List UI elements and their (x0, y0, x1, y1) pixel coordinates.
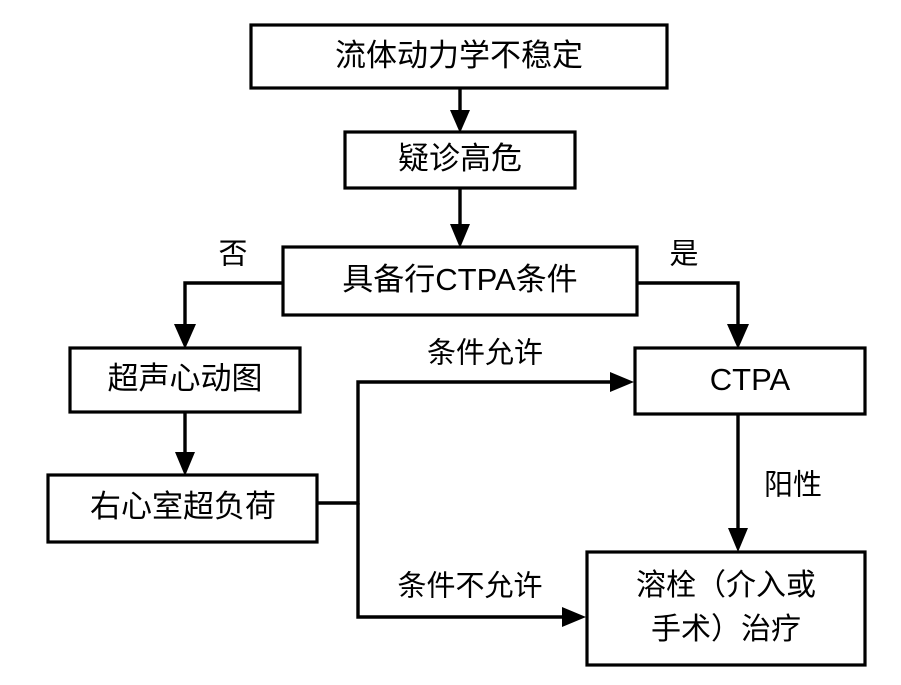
edge-feasible-yes-to-ctpa: 是 (637, 239, 749, 349)
node-thrombolysis-treatment[interactable]: 溶栓（介入或 手术）治疗 (585, 550, 867, 667)
edge-label-conditions-permit: 条件允许 (427, 337, 543, 370)
edge-rv-to-treatment: 条件不允许 (356, 503, 586, 627)
edge-label-conditions-not-permit: 条件不允许 (397, 570, 542, 603)
node-ctpa-feasible[interactable]: 具备行CTPA条件 (281, 245, 639, 317)
node-echocardiogram[interactable]: 超声心动图 (68, 346, 302, 414)
arrowhead-icon (175, 452, 195, 476)
node-label-hemodynamic-instability: 流体动力学不稳定 (335, 38, 583, 73)
node-label-ctpa-feasible: 具备行CTPA条件 (342, 262, 577, 297)
edge-line (317, 380, 622, 505)
node-box[interactable] (46, 473, 319, 544)
node-label-thrombolysis-treatment-line2: 手术）治疗 (651, 613, 801, 646)
node-label-suspected-high-risk: 疑诊高危 (398, 141, 522, 176)
node-box[interactable] (343, 130, 577, 190)
arrowhead-icon (562, 607, 586, 627)
arrowhead-icon (450, 110, 470, 133)
edge-label-yes: 是 (669, 239, 698, 271)
edge-label-no: 否 (218, 239, 247, 271)
edge-echo-to-rv (175, 412, 195, 476)
node-box[interactable] (281, 245, 639, 317)
node-label-ctpa: CTPA (710, 362, 791, 397)
node-label-rv-overload: 右心室超负荷 (90, 489, 276, 524)
node-rv-overload[interactable]: 右心室超负荷 (46, 473, 319, 544)
edge-line (183, 281, 283, 337)
node-box[interactable] (68, 346, 302, 414)
edge-label-positive: 阳性 (764, 469, 822, 502)
arrowhead-icon (174, 324, 196, 349)
arrowhead-icon (727, 324, 749, 349)
arrowhead-icon (610, 372, 634, 392)
arrowhead-icon (728, 528, 748, 552)
edge-line (637, 281, 740, 337)
node-box[interactable] (249, 23, 669, 90)
node-box[interactable] (585, 550, 867, 667)
node-box[interactable] (633, 346, 867, 416)
edge-rv-to-ctpa: 条件允许 (317, 337, 634, 505)
node-label-thrombolysis-treatment-line1: 溶栓（介入或 (636, 569, 816, 602)
edge-instability-to-suspected (450, 88, 470, 133)
node-hemodynamic-instability[interactable]: 流体动力学不稳定 (249, 23, 669, 90)
edge-ctpa-to-treatment: 阳性 (728, 414, 822, 552)
edge-feasible-no-to-echo: 否 (174, 239, 283, 349)
node-suspected-high-risk[interactable]: 疑诊高危 (343, 130, 577, 190)
edge-suspected-to-feasible (450, 188, 470, 248)
arrowhead-icon (450, 224, 470, 248)
node-label-echocardiogram: 超声心动图 (108, 361, 263, 396)
edge-line (356, 503, 574, 619)
node-ctpa[interactable]: CTPA (633, 346, 867, 416)
